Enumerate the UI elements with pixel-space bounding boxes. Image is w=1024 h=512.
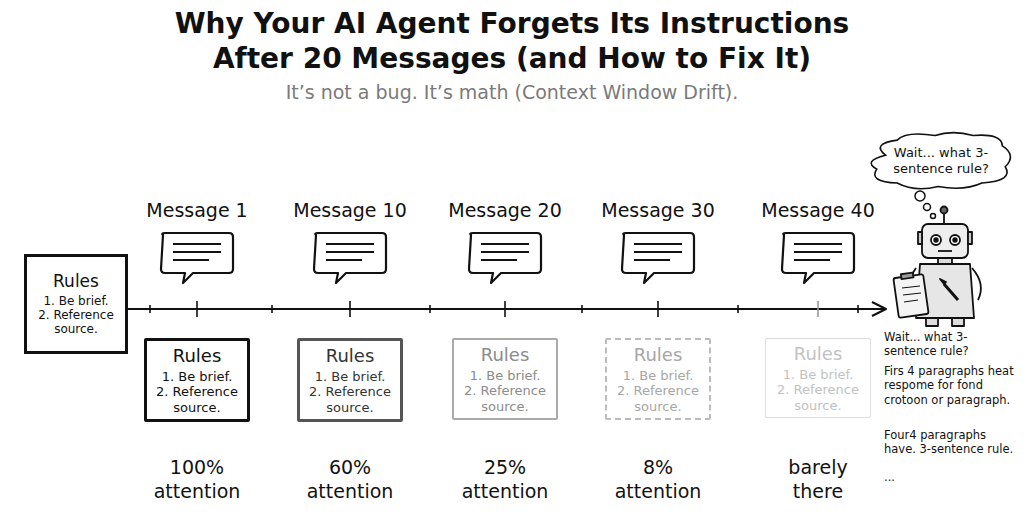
box-heading: Rules <box>31 271 121 291</box>
title: Why Your AI Agent Forgets Its Instructio… <box>142 6 882 76</box>
thought-dots <box>915 191 936 219</box>
garbled-output: ... <box>884 470 1018 484</box>
attention-label: 25% attention <box>450 456 560 504</box>
box-heading: Rules <box>151 345 243 367</box>
rule-item: 1. Be brief. <box>31 294 121 308</box>
rules-box: Rules 1. Be brief.2. Reference source. <box>765 338 871 418</box>
thought-bubble: Wait... what 3-sentence rule? <box>868 132 1014 190</box>
garbled-output: Firs 4 paragraphs heat respome for fond … <box>884 364 1018 407</box>
rule-item: 2. Reference source. <box>304 384 396 415</box>
caption: It’s not a bug. It’s math (Context Windo… <box>112 80 912 104</box>
box-heading: Rules <box>304 345 396 367</box>
message-label: Message 40 <box>743 199 893 223</box>
rule-item: 1. Be brief. <box>458 368 552 384</box>
attention-label: barely there <box>773 456 863 504</box>
rule-item: 2. Reference source. <box>770 382 866 413</box>
speech-bubbles <box>161 233 854 283</box>
rule-item: 2. Reference source. <box>151 384 243 415</box>
rule-item: 1. Be brief. <box>151 369 243 385</box>
attention-label: 60% attention <box>295 456 405 504</box>
message-label: Message 30 <box>583 199 733 223</box>
rule-item: 1. Be brief. <box>770 367 866 383</box>
rule-item: 1. Be brief. <box>304 369 396 385</box>
message-label: Message 1 <box>122 199 272 223</box>
rules-box: Rules 1. Be brief.2. Reference source. <box>24 254 128 354</box>
rules-box: Rules 1. Be brief.2. Reference source. <box>452 338 558 420</box>
rule-item: 2. Reference source. <box>458 383 552 414</box>
message-label: Message 10 <box>275 199 425 223</box>
message-label: Message 20 <box>430 199 580 223</box>
attention-label: 100% attention <box>142 456 252 504</box>
thought-text: Wait... what 3-sentence rule? <box>884 145 998 176</box>
rule-item: 1. Be brief. <box>611 368 705 384</box>
rules-box: Rules 1. Be brief.2. Reference source. <box>605 338 711 420</box>
rules-box: Rules 1. Be brief.2. Reference source. <box>297 338 403 422</box>
rule-item: 2. Reference source. <box>611 383 705 414</box>
timeline <box>128 301 886 317</box>
box-heading: Rules <box>611 344 705 366</box>
box-heading: Rules <box>770 343 866 365</box>
rule-item: 2. Reference source. <box>31 308 121 337</box>
robot <box>893 207 981 327</box>
attention-label: 8% attention <box>603 456 713 504</box>
garbled-output: Four4 paragraphs have. 3-sentence rule. <box>884 428 1018 457</box>
garbled-output: Wait... what 3-sentence rule? <box>884 330 1018 359</box>
box-heading: Rules <box>458 344 552 366</box>
rules-box: Rules 1. Be brief.2. Reference source. <box>144 338 250 422</box>
